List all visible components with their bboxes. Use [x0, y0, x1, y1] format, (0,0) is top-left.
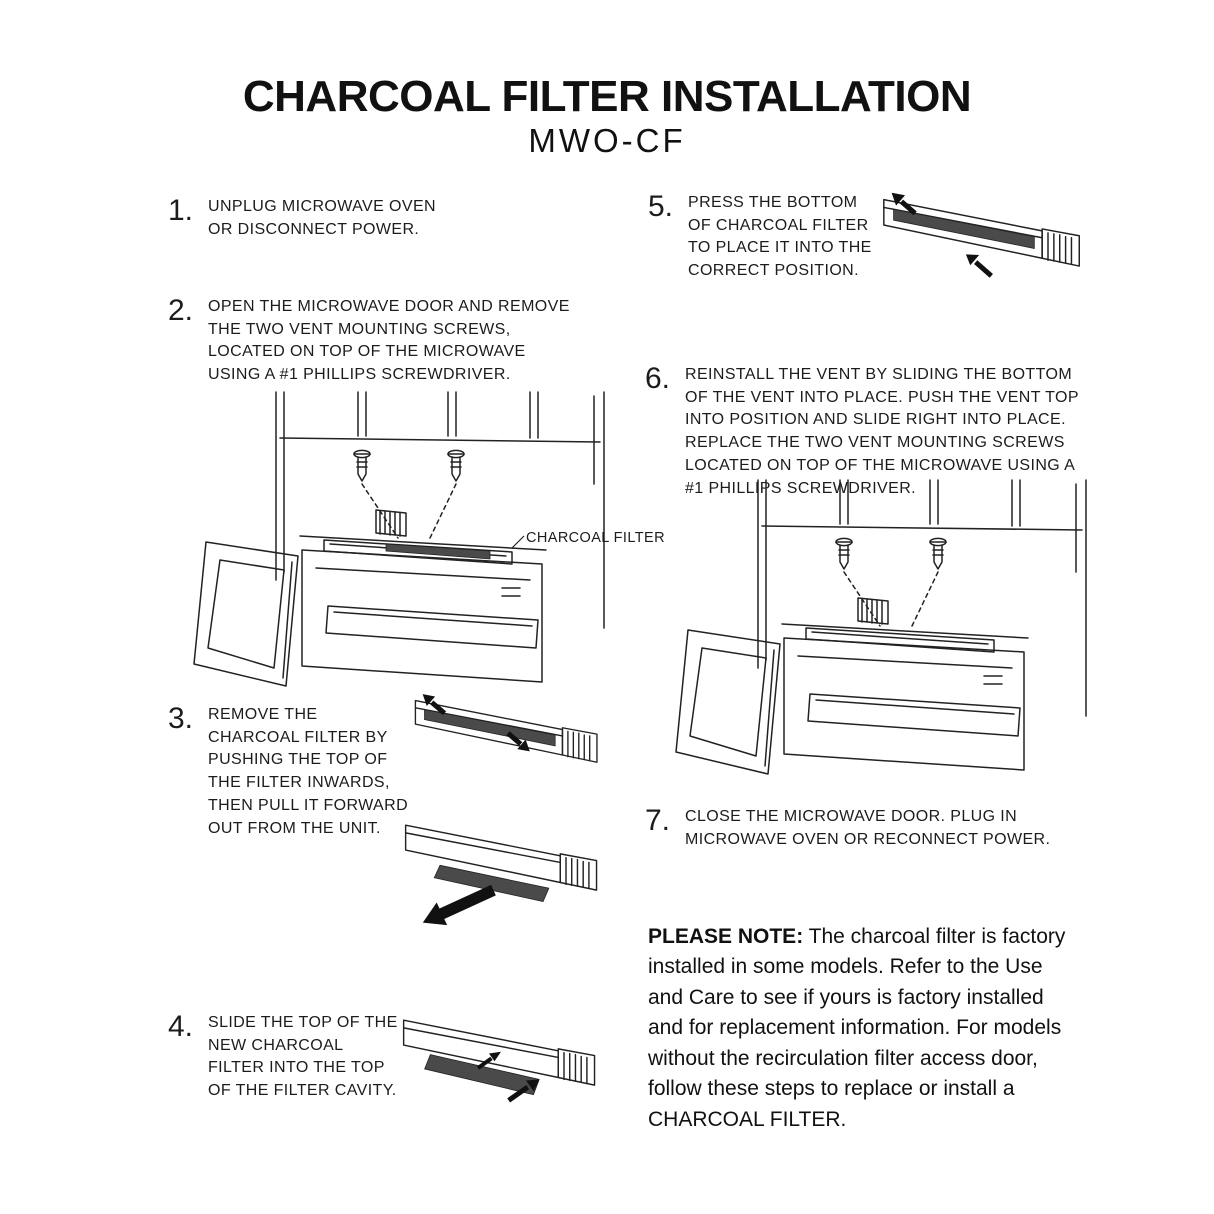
push-arrow-icon	[422, 694, 445, 713]
filter-press-diagram	[883, 192, 1081, 315]
press-arrow-icon	[891, 192, 915, 214]
step-1-text: UNPLUG MICROWAVE OVEN OR DISCONNECT POWE…	[208, 198, 436, 238]
microwave-filter-removal-diagram	[193, 391, 605, 687]
step-1: 1. UNPLUG MICROWAVE OVEN OR DISCONNECT P…	[168, 196, 458, 241]
charcoal-filter-strip	[425, 1055, 540, 1095]
charcoal-filter-label: CHARCOAL FILTER	[526, 530, 665, 546]
press-arrow-icon	[965, 254, 991, 276]
insert-arrow-icon	[509, 1079, 540, 1100]
step-4: 4. SLIDE THE TOP OF THE NEW CHARCOAL FIL…	[168, 1012, 403, 1103]
page-title: CHARCOAL FILTER INSTALLATION	[242, 72, 972, 121]
step-5-text: PRESS THE BOTTOM OF CHARCOAL FILTER TO P…	[688, 194, 872, 280]
step-7-number: 7.	[645, 804, 671, 837]
insert-arrow-icon	[478, 1051, 501, 1068]
filter-label-leader-line	[512, 536, 524, 548]
page-subtitle: MWO-CF	[528, 122, 686, 159]
step-3: 3. REMOVE THE CHARCOAL FILTER BY PUSHING…	[168, 704, 413, 840]
step-7-text: CLOSE THE MICROWAVE DOOR. PLUG IN MICROW…	[685, 808, 1051, 848]
step-6-text: REINSTALL THE VENT BY SLIDING THE BOTTOM…	[685, 366, 1079, 497]
step-2: 2. OPEN THE MICROWAVE DOOR AND REMOVE TH…	[168, 296, 583, 387]
step-3-text: REMOVE THE CHARCOAL FILTER BY PUSHING TH…	[208, 706, 409, 837]
filter-pull-out-diagram	[404, 824, 598, 926]
step-4-text: SLIDE THE TOP OF THE NEW CHARCOAL FILTER…	[208, 1014, 398, 1100]
microwave-vent-reinstall-diagram	[675, 479, 1087, 775]
step-5: 5. PRESS THE BOTTOM OF CHARCOAL FILTER T…	[648, 192, 883, 283]
push-arrow-icon	[508, 733, 530, 752]
please-note: PLEASE NOTE: The charcoal filter is fact…	[648, 922, 1078, 1135]
note-heading: PLEASE NOTE:	[648, 925, 804, 948]
filter-push-in-diagram	[414, 694, 598, 763]
note-body: The charcoal filter is factory installed…	[648, 925, 1066, 1131]
pull-out-arrow-icon	[422, 884, 496, 926]
step-1-number: 1.	[168, 194, 194, 227]
step-6: 6. REINSTALL THE VENT BY SLIDING THE BOT…	[645, 364, 1085, 500]
step-6-number: 6.	[645, 362, 671, 395]
step-2-text: OPEN THE MICROWAVE DOOR AND REMOVE THE T…	[208, 298, 570, 384]
step-3-number: 3.	[168, 702, 194, 735]
step-5-number: 5.	[648, 190, 674, 223]
charcoal-filter-strip	[386, 544, 490, 559]
step-4-number: 4.	[168, 1010, 194, 1043]
charcoal-filter-strip	[434, 865, 549, 901]
step-7: 7. CLOSE THE MICROWAVE DOOR. PLUG IN MIC…	[645, 806, 1085, 851]
step-2-number: 2.	[168, 294, 194, 327]
filter-insert-diagram	[402, 1019, 596, 1132]
